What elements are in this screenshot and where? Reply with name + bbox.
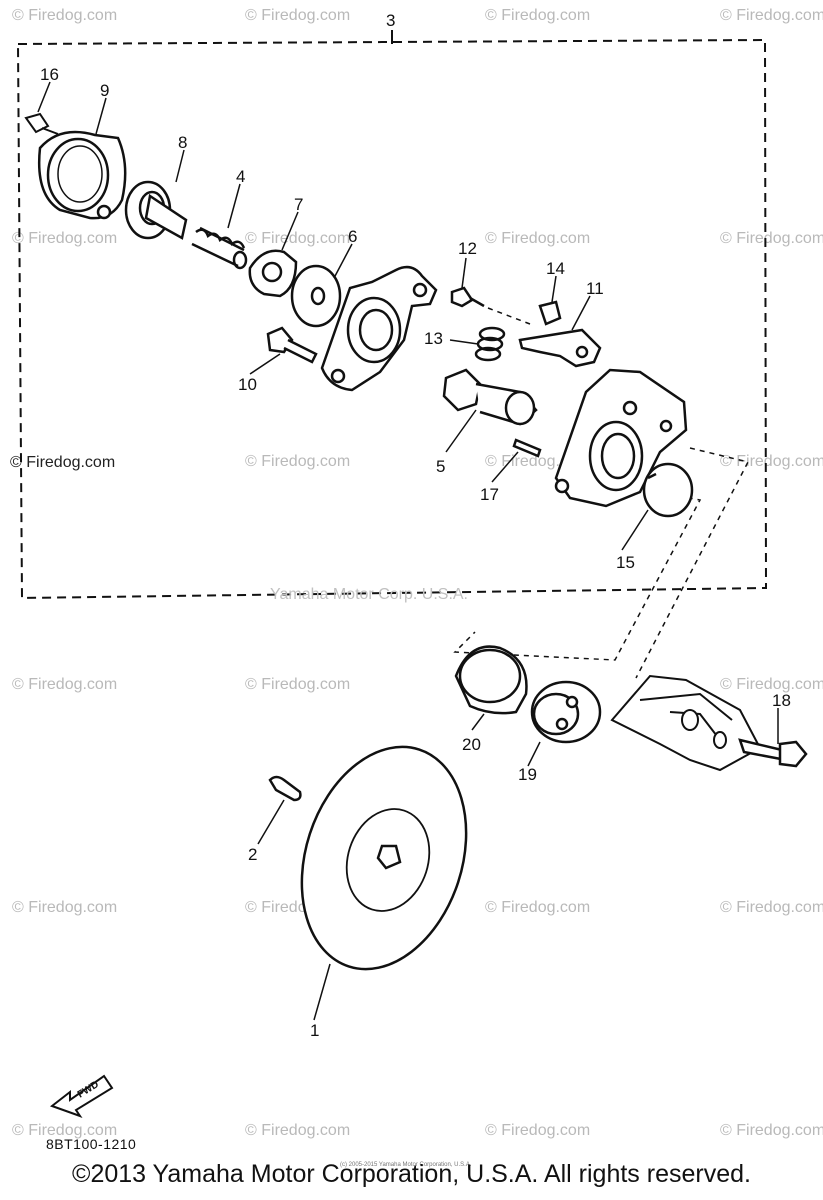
part-13-spring [474,326,506,362]
callout-20: 20 [462,735,481,754]
watermark: © Firedog.com [245,676,350,693]
part-1-disc [300,745,468,971]
part-18-bolt [738,738,808,768]
watermark: © Firedog.com [245,453,350,470]
watermark: © Firedog.com [720,1122,823,1139]
watermark: © Firedog.com [720,7,823,24]
part-5-shaft [442,368,538,426]
callouts: 3 16 9 8 4 7 6 12 14 11 13 10 5 17 15 20… [40,11,791,1040]
callout-16: 16 [40,65,59,84]
watermark: © Firedog.com [12,230,117,247]
callout-18: 18 [772,691,791,710]
watermark: © Firedog.com [245,230,350,247]
watermark: © Firedog.com [12,676,117,693]
callout-2: 2 [248,845,257,864]
fwd-arrow-icon: FWD [49,1074,114,1118]
watermark: © Firedog.com [720,676,823,693]
callout-14: 14 [546,259,565,278]
part-17-pin [512,438,542,458]
part-outer-housing [554,368,688,508]
engine-case-fragment [610,674,762,772]
watermark: © Firedog.com [720,230,823,247]
part-16-screw [24,112,59,135]
callout-15: 15 [616,553,635,572]
callout-8: 8 [178,133,187,152]
part-5-housing-body [320,265,438,392]
part-4-spring [191,226,248,270]
watermark: © Firedog.com [485,230,590,247]
callout-10: 10 [238,375,257,394]
part-9-cover [38,130,127,220]
callout-7: 7 [294,195,303,214]
watermark: © Firedog.com [485,7,590,24]
callout-1: 1 [310,1021,319,1040]
watermark-grid: © Firedog.com © Firedog.com © Firedog.co… [10,7,823,1139]
copyright-notice: ©2013 Yamaha Motor Corporation, U.S.A. A… [72,1160,751,1188]
part-10-bolt [266,326,318,364]
part-2-key [268,775,302,802]
callout-19: 19 [518,765,537,784]
watermark-dark: © Firedog.com [10,454,115,471]
part-12-bolt [450,286,485,308]
callout-6: 6 [348,227,357,246]
watermark: © Firedog.com [12,7,117,24]
callout-13: 13 [424,329,443,348]
callout-11: 11 [586,279,604,298]
part-20-cup [454,645,528,715]
watermark: © Firedog.com [245,1122,350,1139]
watermark: © Firedog.com [485,899,590,916]
assembly-box [16,38,768,600]
callout-17: 17 [480,485,499,504]
callout-5: 5 [436,457,445,476]
watermark: © Firedog.com [720,453,823,470]
fine-print: (c) 2005-2015 Yamaha Motor Corporation, … [340,1162,472,1168]
part-7-plate [248,249,298,298]
part-15-cap [642,462,694,518]
watermark: © Firedog.com [485,1122,590,1139]
callout-3: 3 [386,11,395,30]
center-watermark: Yamaha Motor Corp. U.S.A. [270,586,468,603]
part-6-washer [290,264,342,328]
callout-12: 12 [458,239,477,258]
part-8-bushing [124,180,188,240]
part-11-bracket [518,328,602,368]
watermark: © Firedog.com [12,899,117,916]
callout-4: 4 [236,167,245,186]
leader-lines [37,81,779,1021]
watermark: © Firedog.com [245,7,350,24]
part-19-bushing [530,680,602,744]
part-14-plug [538,300,562,326]
watermark: © Firedog.com [720,899,823,916]
diagram-code: 8BT100-1210 [46,1136,137,1152]
watermark: © Firedog.com [12,1122,117,1139]
callout-9: 9 [100,81,109,100]
